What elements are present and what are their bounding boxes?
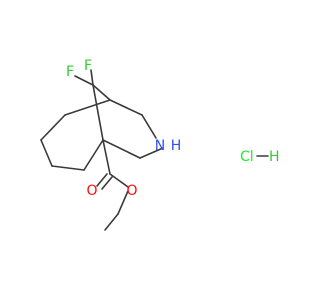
bond-ccarb-o1-double: [101, 176, 113, 190]
bond-c8-c8b: [51, 165, 85, 171]
atom-o-carbonyl: O: [86, 183, 97, 199]
bond-c8b-c1: [83, 139, 104, 171]
bond-n-c2: [139, 147, 164, 159]
bond-f2-c9: [90, 69, 94, 86]
atom-f1: F: [66, 64, 74, 80]
bond-ccarb-o2: [109, 173, 129, 188]
bond-c9-c1: [92, 84, 104, 141]
bond-c1-ccarb: [102, 139, 111, 175]
bond-ch2-ch3: [104, 213, 119, 231]
atom-n: N: [155, 138, 165, 154]
bond-c5-c6: [64, 99, 111, 116]
bond-ccarb-o1: [96, 173, 108, 187]
bond-c2-c1: [102, 139, 141, 159]
atom-o-ester: O: [126, 183, 137, 199]
atom-cl: Cl: [240, 149, 254, 165]
bond-c5-c4: [109, 99, 143, 116]
atom-f2: F: [84, 58, 92, 74]
bond-c7-c8: [40, 139, 53, 167]
bond-c9-c5: [92, 84, 111, 101]
bond-c6-c7: [40, 114, 66, 141]
bond-f1-c9: [74, 75, 94, 86]
bond-c4-n: [141, 114, 157, 139]
bonds: [40, 69, 164, 231]
bond-o2-ch2: [117, 190, 129, 215]
atom-h-on-cl: H: [269, 149, 280, 165]
atom-h-on-n: H: [171, 138, 182, 154]
atom-labels: F F N H O O: [66, 58, 181, 199]
structure-diagram: F F N H O O Cl H: [40, 58, 280, 231]
hcl-salt: Cl H: [240, 149, 280, 165]
